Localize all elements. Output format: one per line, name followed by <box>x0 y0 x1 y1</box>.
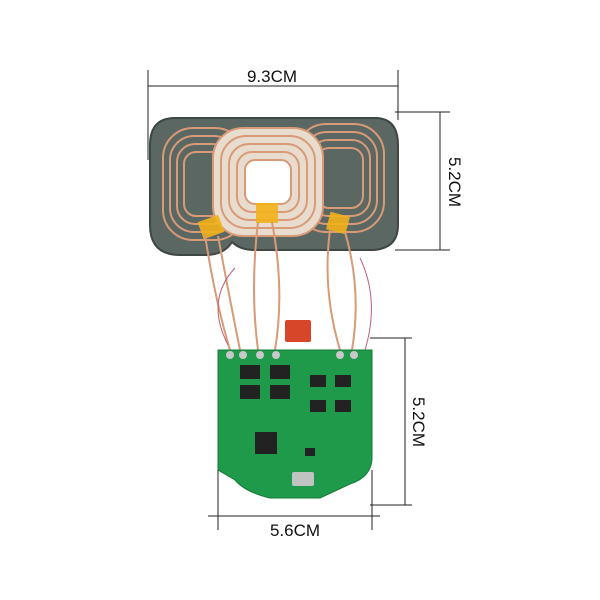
coil-height-label: 5.2CM <box>445 157 464 207</box>
board-height-dimension <box>370 337 412 506</box>
coil-middle <box>212 127 324 237</box>
capacitor <box>285 320 311 342</box>
board-width-label: 5.6CM <box>270 521 320 540</box>
pcb-components <box>226 351 358 486</box>
kapton-tape <box>197 203 350 240</box>
coil-height-dimension <box>395 111 450 251</box>
lead-wires <box>204 221 372 351</box>
board-height-label: 5.2CM <box>409 397 428 447</box>
coil-width-label: 9.3CM <box>247 67 297 86</box>
board-width-dimension <box>208 470 380 530</box>
